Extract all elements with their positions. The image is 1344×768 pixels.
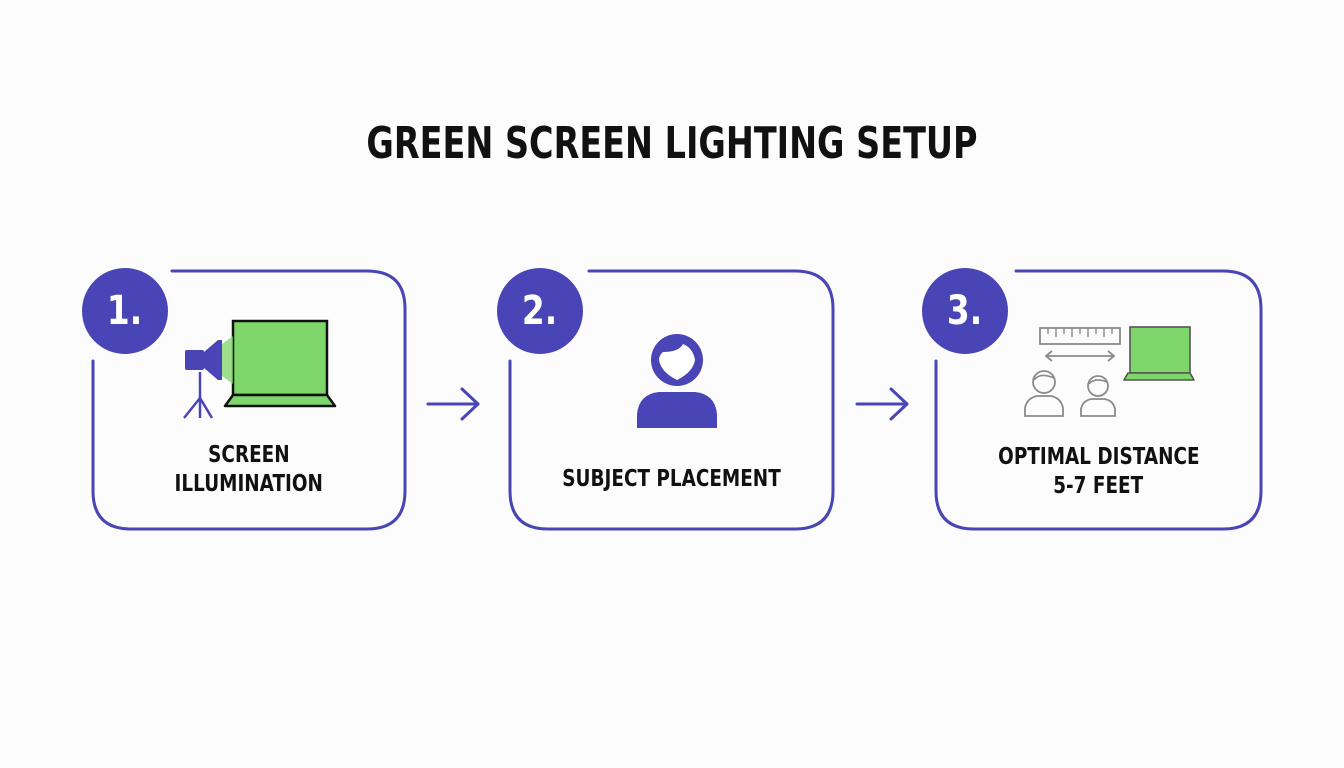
step-1-card-border	[91, 269, 407, 531]
person-icon	[637, 334, 717, 428]
step-3-card: 3.	[922, 268, 1267, 536]
step-3-label-line-2: 5-7 FEET	[1053, 473, 1144, 499]
step-3-number-badge: 3.	[922, 268, 1008, 354]
step-1-label: SCREEN ILLUMINATION	[93, 441, 405, 499]
step-2-card: 2. SUBJECT PLACEMENT	[497, 268, 842, 536]
step-2-number: 2.	[522, 288, 558, 334]
step-2-label: SUBJECT PLACEMENT	[510, 465, 833, 494]
step-2-card-border	[508, 269, 835, 531]
step-1-number: 1.	[107, 288, 143, 334]
step-1-label-line-1: SCREEN	[208, 442, 290, 468]
step-3-number: 3.	[947, 288, 983, 334]
arrow-right-icon	[855, 387, 909, 421]
light-and-green-screen-icon	[183, 319, 337, 419]
step-1-label-line-2: ILLUMINATION	[174, 471, 324, 497]
arrow-right-icon	[426, 387, 480, 421]
step-1-number-badge: 1.	[82, 268, 168, 354]
page-title: GREEN SCREEN LIGHTING SETUP	[366, 118, 978, 169]
step-2-number-badge: 2.	[497, 268, 583, 354]
step-2-label-line-1: SUBJECT PLACEMENT	[562, 466, 781, 492]
distance-measurement-icon	[1024, 326, 1195, 417]
step-3-card-border	[934, 269, 1263, 531]
step-3-label: OPTIMAL DISTANCE 5-7 FEET	[936, 443, 1261, 501]
step-3-label-line-1: OPTIMAL DISTANCE	[997, 444, 1200, 470]
step-1-card: 1. SCREEN ILLUMINATION	[82, 268, 412, 536]
